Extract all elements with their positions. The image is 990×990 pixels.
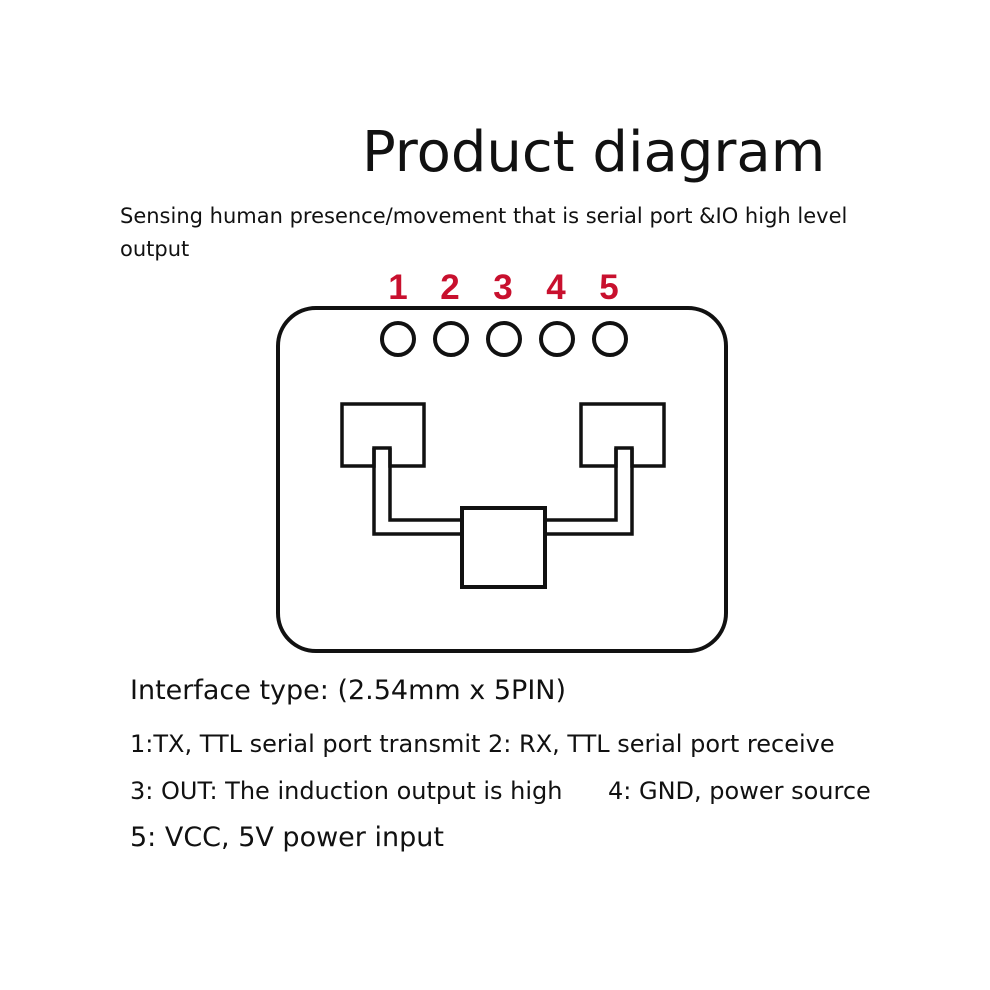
pin-hole-1 <box>380 321 416 357</box>
pin-spec-line-2b: 4: GND, power source <box>608 777 871 805</box>
pin-spec-line-3: 5: VCC, 5V power input <box>130 822 444 853</box>
pin-spec-line-1: 1:TX, TTL serial port transmit 2: RX, TT… <box>130 730 835 758</box>
pin-spec-line-2a: 3: OUT: The induction output is high <box>130 777 563 805</box>
left-trace <box>372 448 462 536</box>
center-chip <box>460 506 547 589</box>
pin-label-2: 2 <box>440 268 460 307</box>
diagram-subtitle: Sensing human presence/movement that is … <box>120 204 848 261</box>
interface-type-text: Interface type: (2.54mm x 5PIN) <box>130 675 567 706</box>
pin-label-1: 1 <box>388 268 408 307</box>
diagram-title: Product diagram <box>362 120 826 185</box>
module-outline <box>276 306 728 653</box>
pin-label-4: 4 <box>546 268 566 307</box>
right-antenna-pad <box>579 402 666 468</box>
pin-hole-3 <box>486 321 522 357</box>
pin-hole-5 <box>592 321 628 357</box>
pin-label-5: 5 <box>599 268 619 307</box>
pin-hole-4 <box>539 321 575 357</box>
right-trace <box>545 448 634 536</box>
left-antenna-pad <box>340 402 426 468</box>
pin-hole-2 <box>433 321 469 357</box>
pin-label-3: 3 <box>493 268 513 307</box>
